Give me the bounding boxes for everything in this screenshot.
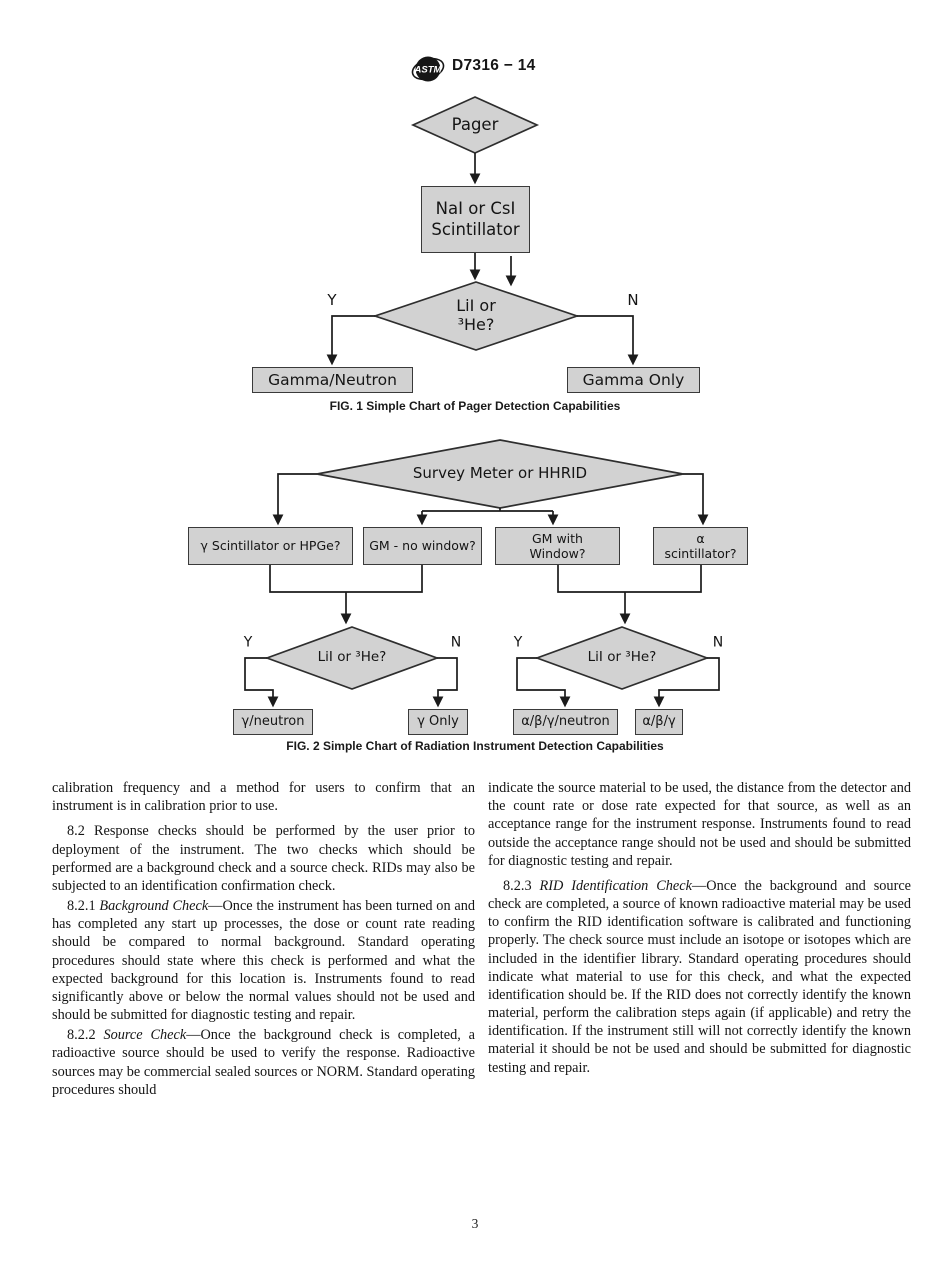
connector-line — [683, 473, 709, 526]
fig2-no-left-label: N — [450, 634, 462, 651]
fig2-decision-right-diamond — [534, 626, 710, 690]
fig2-decision-left-label: LiI or ³He? — [317, 648, 387, 665]
connector-line — [326, 315, 375, 366]
connector-line — [244, 657, 279, 708]
left-column: calibration frequency and a method for u… — [52, 779, 475, 1099]
paragraph: 8.2.3 RID Identification Check—Once the … — [488, 877, 912, 1076]
fig2-decision-right-label: LiI or ³He? — [587, 648, 657, 665]
page-header: ASTM D7316 − 14 — [0, 48, 950, 88]
fig2-yes-right-label: Y — [513, 634, 523, 651]
fig2-branch-gamma-scintillator: γ Scintillator or HPGe? — [188, 527, 353, 565]
body-text: calibration frequency and a method for u… — [52, 779, 912, 1099]
connector-line — [422, 508, 553, 512]
paragraph: indicate the source material to be used,… — [488, 780, 911, 869]
fig1-yes-label: Y — [327, 291, 337, 309]
fig2-branch-gm-with-window: GM with Window? — [495, 527, 620, 565]
astm-logo-orbit — [411, 57, 445, 81]
paragraph: calibration frequency and a method for u… — [52, 780, 475, 815]
fig2-result-gamma-only: γ Only — [408, 709, 468, 735]
connector-line — [269, 565, 423, 593]
connector-line — [577, 315, 639, 366]
astm-logo-globe — [415, 56, 441, 82]
connector-line — [272, 473, 317, 526]
fig2-result-gamma-neutron: γ/neutron — [233, 709, 313, 735]
fig2-caption: FIG. 2 Simple Chart of Radiation Instrum… — [286, 739, 664, 753]
fig2-result-abg: α/β/γ — [635, 709, 683, 735]
fig1-caption: FIG. 1 Simple Chart of Pager Detection C… — [329, 399, 621, 413]
connector-line — [516, 657, 571, 708]
paragraph: 8.2 Response checks should be performed … — [52, 823, 475, 894]
astm-logo: ASTM — [411, 56, 445, 82]
fig1-detector-node: NaI or CsI Scintillator — [421, 186, 530, 253]
fig2-connectors — [244, 439, 720, 708]
fig1-pager-label: Pager — [451, 115, 499, 135]
fig2-branch-gm-no-window: GM - no window? — [363, 527, 482, 565]
connector-line — [653, 657, 720, 708]
fig2-decision-left-diamond — [264, 626, 440, 690]
fig2-yes-left-label: Y — [243, 634, 253, 651]
connector-line — [432, 657, 458, 708]
fig2-no-right-label: N — [712, 634, 724, 651]
fig1-no-label: N — [627, 291, 639, 309]
paragraph: 8.2.1 Background Check—Once the instrume… — [52, 898, 475, 1024]
fig1-decision-diamond — [372, 281, 580, 351]
doc-number: D7316 − 14 — [452, 57, 536, 74]
fig2-root-label: Survey Meter or HHRID — [412, 464, 588, 482]
paragraph: 8.2.2 Source Check—Once the background c… — [52, 1027, 476, 1098]
fig2-result-abg-neutron: α/β/γ/neutron — [513, 709, 618, 735]
fig1-result-gamma-neutron: Gamma/Neutron — [252, 367, 413, 393]
fig1-decision-label: LiI or ³He? — [456, 295, 496, 334]
fig1-connectors — [326, 96, 639, 366]
fig1-result-gamma-only: Gamma Only — [567, 367, 700, 393]
connector-line — [557, 565, 702, 593]
page-number: 3 — [471, 1216, 479, 1231]
astm-logo-text: ASTM — [414, 65, 443, 76]
right-column: indicate the source material to be used,… — [488, 779, 911, 1099]
fig2-branch-alpha-scintillator: α scintillator? — [653, 527, 748, 565]
